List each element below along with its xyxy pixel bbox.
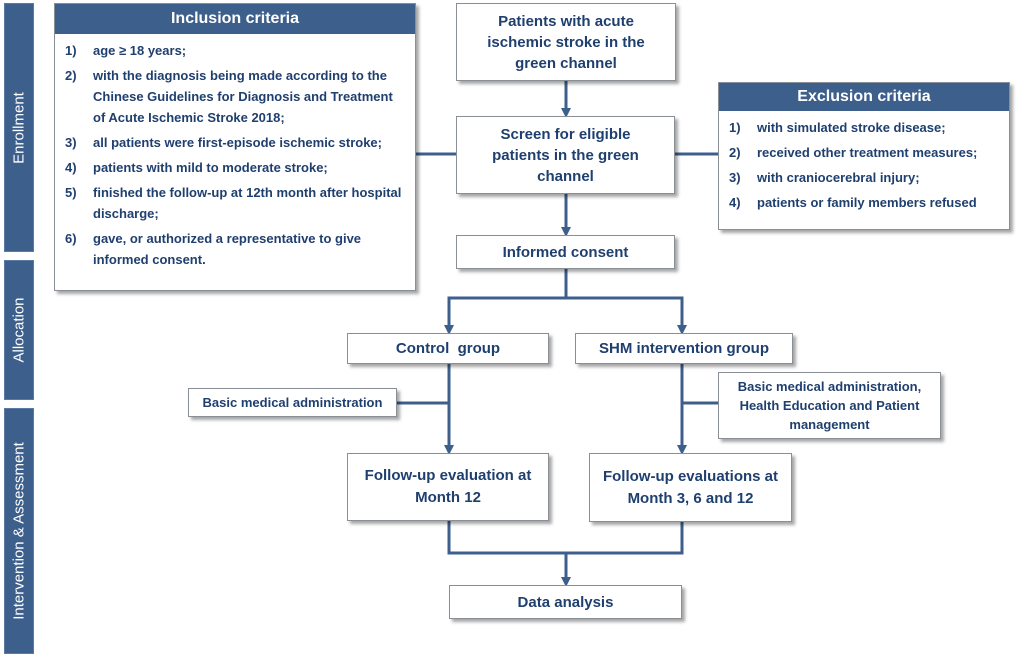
phase-enrollment: Enrollment xyxy=(4,3,34,252)
criteria-item-number: 4) xyxy=(729,195,741,210)
phase-intervention-label: Intervention & Assessment xyxy=(10,442,28,620)
followup-shm-box: Follow-up evaluations at Month 3, 6 and … xyxy=(589,453,792,522)
criteria-item-text: patients with mild to moderate stroke; xyxy=(93,160,328,175)
data-analysis-text: Data analysis xyxy=(517,593,614,611)
criteria-item-number: 3) xyxy=(729,170,741,185)
patients-box: Patients with acute ischemic stroke in t… xyxy=(456,3,676,81)
criteria-item: 5) finished the follow-up at 12th month a… xyxy=(65,182,405,224)
basic-administration-shm-box: Basic medical administration, Health Edu… xyxy=(718,372,941,439)
criteria-item-number: 5) xyxy=(65,185,77,200)
control-group-text: Control group xyxy=(395,340,501,357)
criteria-item-text: patients or family members refused xyxy=(757,195,977,210)
phase-enrollment-label: Enrollment xyxy=(10,91,28,164)
criteria-item-number: 1) xyxy=(729,120,741,135)
basic-administration-control-box: Basic medical administration xyxy=(188,388,397,417)
criteria-item-text: finished the follow-up at 12th month aft… xyxy=(93,185,402,221)
criteria-item-number: 4) xyxy=(65,160,77,175)
criteria-item: 4) patients with mild to moderate stroke; xyxy=(65,157,405,178)
criteria-item-number: 6) xyxy=(65,231,77,246)
phase-intervention: Intervention & Assessment xyxy=(4,408,34,654)
criteria-item: 3) with craniocerebral injury; xyxy=(729,167,1001,188)
basic-administration-control-text: Basic medical administration xyxy=(202,395,383,410)
shm-group-text: SHM intervention group xyxy=(599,340,769,357)
criteria-item-number: 2) xyxy=(729,145,741,160)
followup-shm-text: Follow-up evaluations at Month 3, 6 and … xyxy=(602,467,778,507)
criteria-item: 2) with the diagnosis being made accordin… xyxy=(65,65,405,128)
criteria-item: 3) all patients were first-episode ischem… xyxy=(65,132,405,153)
control-group-box: Control group xyxy=(347,333,549,364)
criteria-item-number: 1) xyxy=(65,43,77,58)
criteria-item-number: 3) xyxy=(65,135,77,150)
shm-group-box: SHM intervention group xyxy=(575,333,793,364)
basic-administration-shm-text: Basic medical administration, Health Edu… xyxy=(737,379,922,432)
criteria-item-text: gave, or authorized a representative to … xyxy=(93,231,362,267)
line-followup-merge-right xyxy=(566,522,684,555)
data-analysis-box: Data analysis xyxy=(449,585,682,619)
criteria-item: 4) patients or family members refused xyxy=(729,192,1001,213)
inclusion-criteria-list: 1) age ≥ 18 years; 2) with the diagnosis be… xyxy=(55,40,415,274)
criteria-item-text: age ≥ 18 years; xyxy=(93,43,187,58)
criteria-item-text: with the diagnosis being made according … xyxy=(93,68,393,125)
exclusion-criteria-list: 1) with simulated stroke disease; 2) receiv… xyxy=(719,117,1009,217)
criteria-item: 2) received other treatment measures; xyxy=(729,142,1001,163)
criteria-item: 6) gave, or authorized a representative t… xyxy=(65,228,405,270)
followup-control-box: Follow-up evaluation at Month 12 xyxy=(347,453,549,521)
phase-allocation-label: Allocation xyxy=(10,297,28,363)
criteria-item-text: with simulated stroke disease; xyxy=(757,120,946,135)
informed-consent-text: Informed consent xyxy=(502,243,629,261)
line-followup-merge xyxy=(447,521,571,587)
inclusion-criteria-title: Inclusion criteria xyxy=(55,4,415,34)
criteria-item-number: 2) xyxy=(65,68,77,83)
criteria-item: 1) age ≥ 18 years; xyxy=(65,40,405,61)
inclusion-criteria-box: Inclusion criteria 1) age ≥ 18 years; 2) wi… xyxy=(54,3,416,291)
criteria-item-text: received other treatment measures; xyxy=(757,145,978,160)
informed-consent-box: Informed consent xyxy=(456,235,675,269)
criteria-item-text: all patients were first-episode ischemic… xyxy=(93,135,382,150)
exclusion-criteria-box: Exclusion criteria 1) with simulated stro… xyxy=(718,82,1010,230)
patients-text: Patients with acute ischemic stroke in t… xyxy=(487,12,645,72)
phase-allocation: Allocation xyxy=(4,260,34,400)
line-consent-split xyxy=(444,269,568,335)
followup-control-text: Follow-up evaluation at Month 12 xyxy=(364,467,532,506)
screen-text: Screen for eligible patients in the gree… xyxy=(492,125,639,185)
exclusion-criteria-title: Exclusion criteria xyxy=(719,83,1009,111)
screen-box: Screen for eligible patients in the gree… xyxy=(456,116,675,194)
criteria-item: 1) with simulated stroke disease; xyxy=(729,117,1001,138)
criteria-item-text: with craniocerebral injury; xyxy=(757,170,920,185)
line-consent-split-right xyxy=(566,296,687,335)
